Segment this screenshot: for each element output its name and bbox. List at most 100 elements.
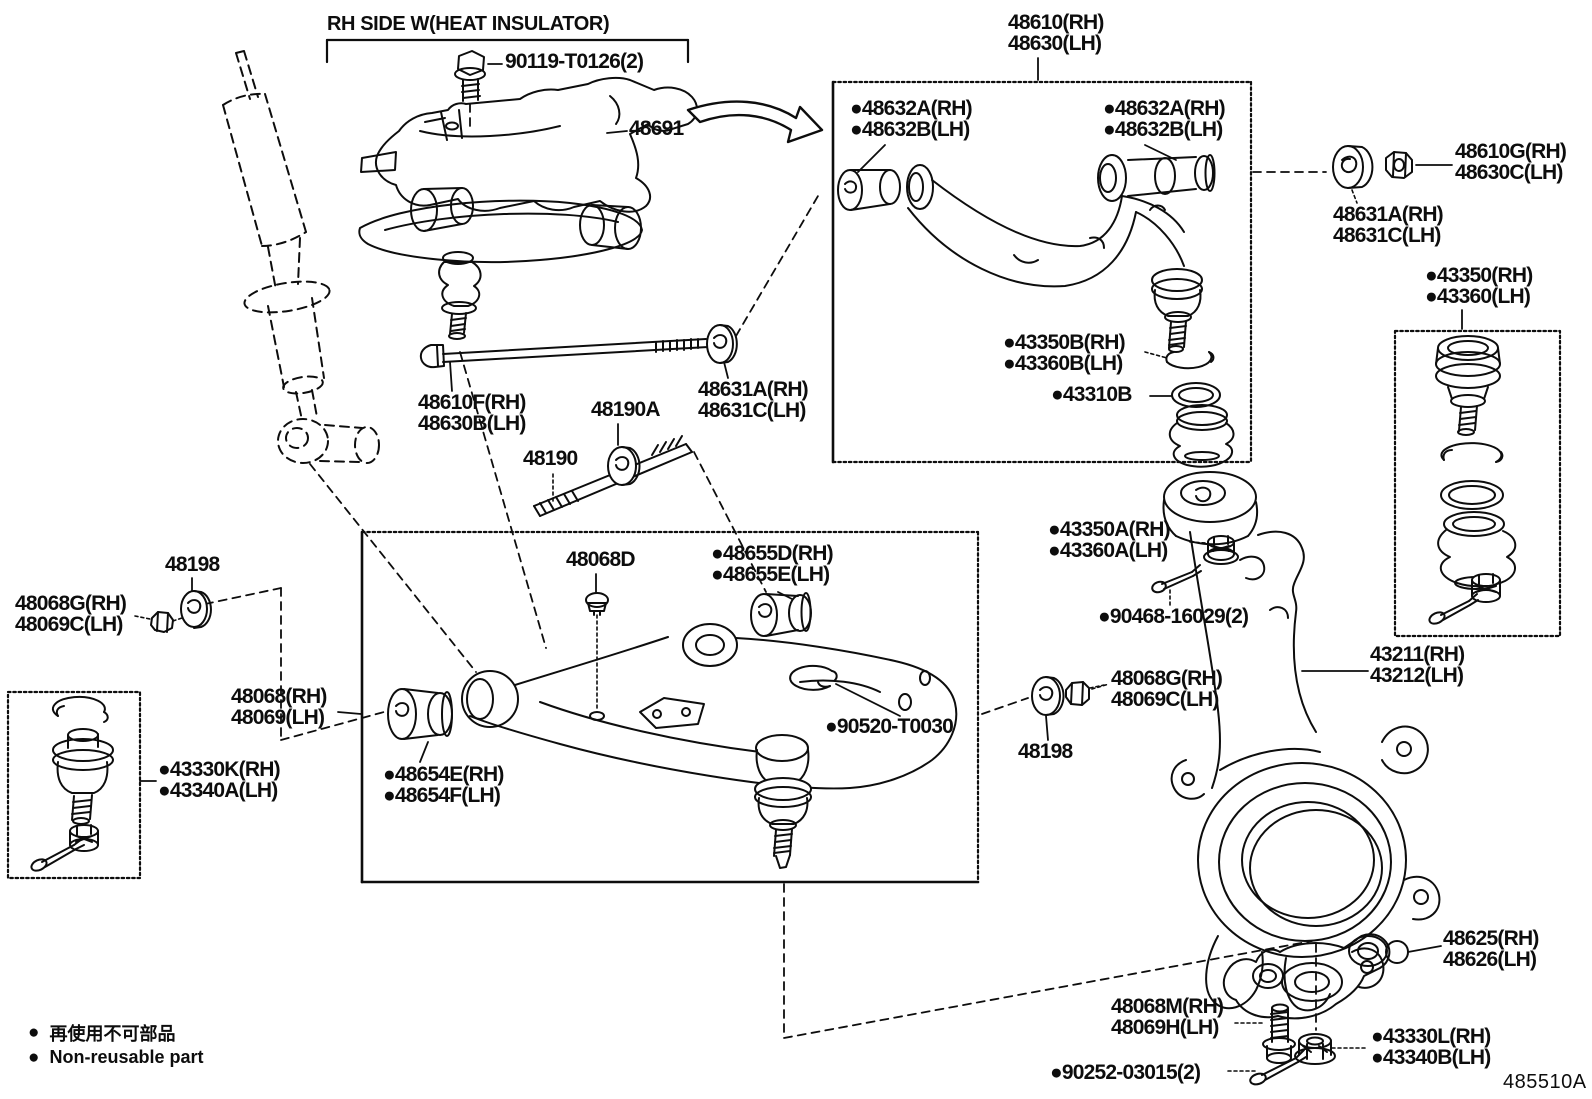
ball-joint-kit-drawing [1428,335,1517,625]
cam-washer-48631-right-icon [1332,145,1413,189]
part-number-text: ●48655E(LH) [711,562,830,586]
part-number-text: ●90468-16029(2) [1098,605,1249,628]
part-number-text: 48625(RH) [1443,927,1539,950]
part-number-text: ●43350A(RH) [1048,518,1171,541]
part-number-text: ●48655D(RH) [711,542,834,565]
part-number-text: ●43340A(LH) [158,778,278,802]
non-reusable-bullet-icon: ● [28,1047,40,1068]
part-number-text: 48631C(LH) [1333,223,1441,247]
shock-absorber-drawing [222,50,380,464]
part-number-text: ●43310B [1051,383,1132,406]
part-number-text: ●90252-03015(2) [1050,1061,1201,1084]
part-label-48610: 48610(RH)48630(LH) [1008,11,1104,55]
part-label-43330K: ●43330K(RH)●43340A(LH) [158,759,281,802]
part-number-text: ●43350B(RH) [1003,331,1126,354]
part-number-text: 48190A [591,398,661,421]
part-label-48691: 48691 [629,118,684,140]
part-number-text: ●48654E(RH) [383,763,504,786]
part-number-text: 48069C(LH) [15,612,123,636]
part-number-text: ●48632B(LH) [850,117,970,141]
part-number-text: ●48632A(RH) [1103,97,1226,120]
part-label-90252: ●90252-03015(2) [1050,1061,1201,1084]
part-label-48068: 48068(RH)48069(LH) [231,685,327,729]
part-number-text: 48068G(RH) [15,592,127,615]
part-label-43211: 43211(RH)43212(LH) [1370,643,1465,687]
part-number-text: ●90520-T0030 [825,715,954,738]
heat-insulator-drawing [360,76,698,213]
part-label-48625: 48625(RH)48626(LH) [1443,927,1539,971]
leader-lines [139,57,1463,953]
part-label-48198-right: 48198 [1018,741,1073,763]
part-number-text: 48068M(RH) [1111,995,1224,1018]
part-number-text: ●43360A(LH) [1048,538,1168,562]
strut-rod-drawing [419,324,738,369]
diagram-header-note: RH SIDE W(HEAT INSULATOR) [327,13,610,35]
part-number-text: ●48632A(RH) [850,97,973,120]
part-number-text: 90119-T0126(2) [505,50,644,73]
torsion-bar-drawing [533,435,693,517]
legend-row-en: ● Non-reusable part [28,1045,204,1070]
part-label-90468: ●90468-16029(2) [1098,605,1249,628]
part-number-text: 48626(LH) [1443,947,1537,971]
part-label-48631A-right: 48631A(RH)48631C(LH) [1333,203,1444,247]
part-number-text: 48610F(RH) [418,391,526,414]
part-label-48655D: ●48655D(RH)●48655E(LH) [711,542,834,586]
part-label-48190A: 48190A [591,398,661,421]
part-label-43350B: ●43350B(RH)●43360B(LH) [1003,331,1126,374]
part-number-text: 48068(RH) [231,685,327,708]
part-label-48068G-right: 48068G(RH)48069C(LH) [1111,667,1223,711]
bolt-90119-icon [454,50,486,102]
part-number-text: ●43350(RH) [1425,264,1533,287]
upper-arm-drawing [837,154,1235,468]
part-number-text: ●48654F(LH) [383,783,501,807]
part-label-48632-left: ●48632A(RH)●48632B(LH) [850,97,973,141]
part-number-text: 48069(LH) [231,705,325,729]
part-number-text: 43211(RH) [1370,643,1465,666]
part-label-43310B: ●43310B [1051,383,1132,406]
part-number-text: ●43360(LH) [1425,284,1531,308]
part-number-text: 48198 [165,553,220,576]
heat-insulator-bracket [325,38,690,64]
part-label-48190: 48190 [523,447,578,470]
lower-ball-joint-kit-box [6,690,142,880]
part-label-48068G-left: 48068G(RH)48069C(LH) [15,592,127,636]
cotter-pin-90252-icon [1249,1049,1307,1086]
legend: ● 再使用不可部品 ● Non-reusable part [28,1020,204,1070]
part-number-text: ●43330L(RH) [1371,1025,1491,1048]
part-label-48654E: ●48654E(RH)●48654F(LH) [383,763,504,807]
part-number-text: ●43340B(LH) [1371,1045,1491,1069]
part-number-text: 48630C(LH) [1455,160,1563,184]
part-number-text: 48190 [523,447,578,470]
part-label-90119: 90119-T0126(2) [505,50,644,73]
part-number-text: 48069C(LH) [1111,687,1219,711]
lower-arm-box [360,530,980,884]
figure-code: 485510A [1503,1071,1587,1093]
knuckle-drawing [1162,471,1441,1012]
part-label-48198-left: 48198 [165,553,220,576]
part-number-text: 48610(RH) [1008,11,1104,34]
knuckle-arm-48625-drawing [1222,933,1409,1020]
part-label-48610G: 48610G(RH)48630C(LH) [1455,141,1567,184]
legend-text-jp: 再使用不可部品 [49,1023,176,1044]
construction-lines [204,103,1327,1039]
part-label-43350: ●43350(RH)●43360(LH) [1425,264,1533,308]
lower-arm-drawing [387,592,958,869]
part-number-text: 48631A(RH) [1333,203,1444,226]
cam-washer-48198-right-icon [1031,676,1090,716]
ball-joint-kit-box [1393,329,1562,638]
bolt-48068M-icon [1262,1003,1296,1064]
part-label-48610F: 48610F(RH)48630B(LH) [418,391,526,434]
part-label-48631A-mid: 48631A(RH)48631C(LH) [698,378,809,422]
nut-43330L-icon [1294,1033,1336,1065]
part-number-text: 48069H(LH) [1111,1015,1219,1039]
part-label-48068M: 48068M(RH)48069H(LH) [1111,995,1224,1039]
part-number-text: 43212(LH) [1370,663,1464,687]
part-number-text: 48068D [566,548,636,571]
part-number-text: 48631A(RH) [698,378,809,401]
part-number-text: 48068G(RH) [1111,667,1223,690]
part-label-43350A: ●43350A(RH)●43360A(LH) [1048,518,1171,562]
part-number-text: 48630(LH) [1008,31,1102,55]
part-number-text: 48631C(LH) [698,398,806,422]
